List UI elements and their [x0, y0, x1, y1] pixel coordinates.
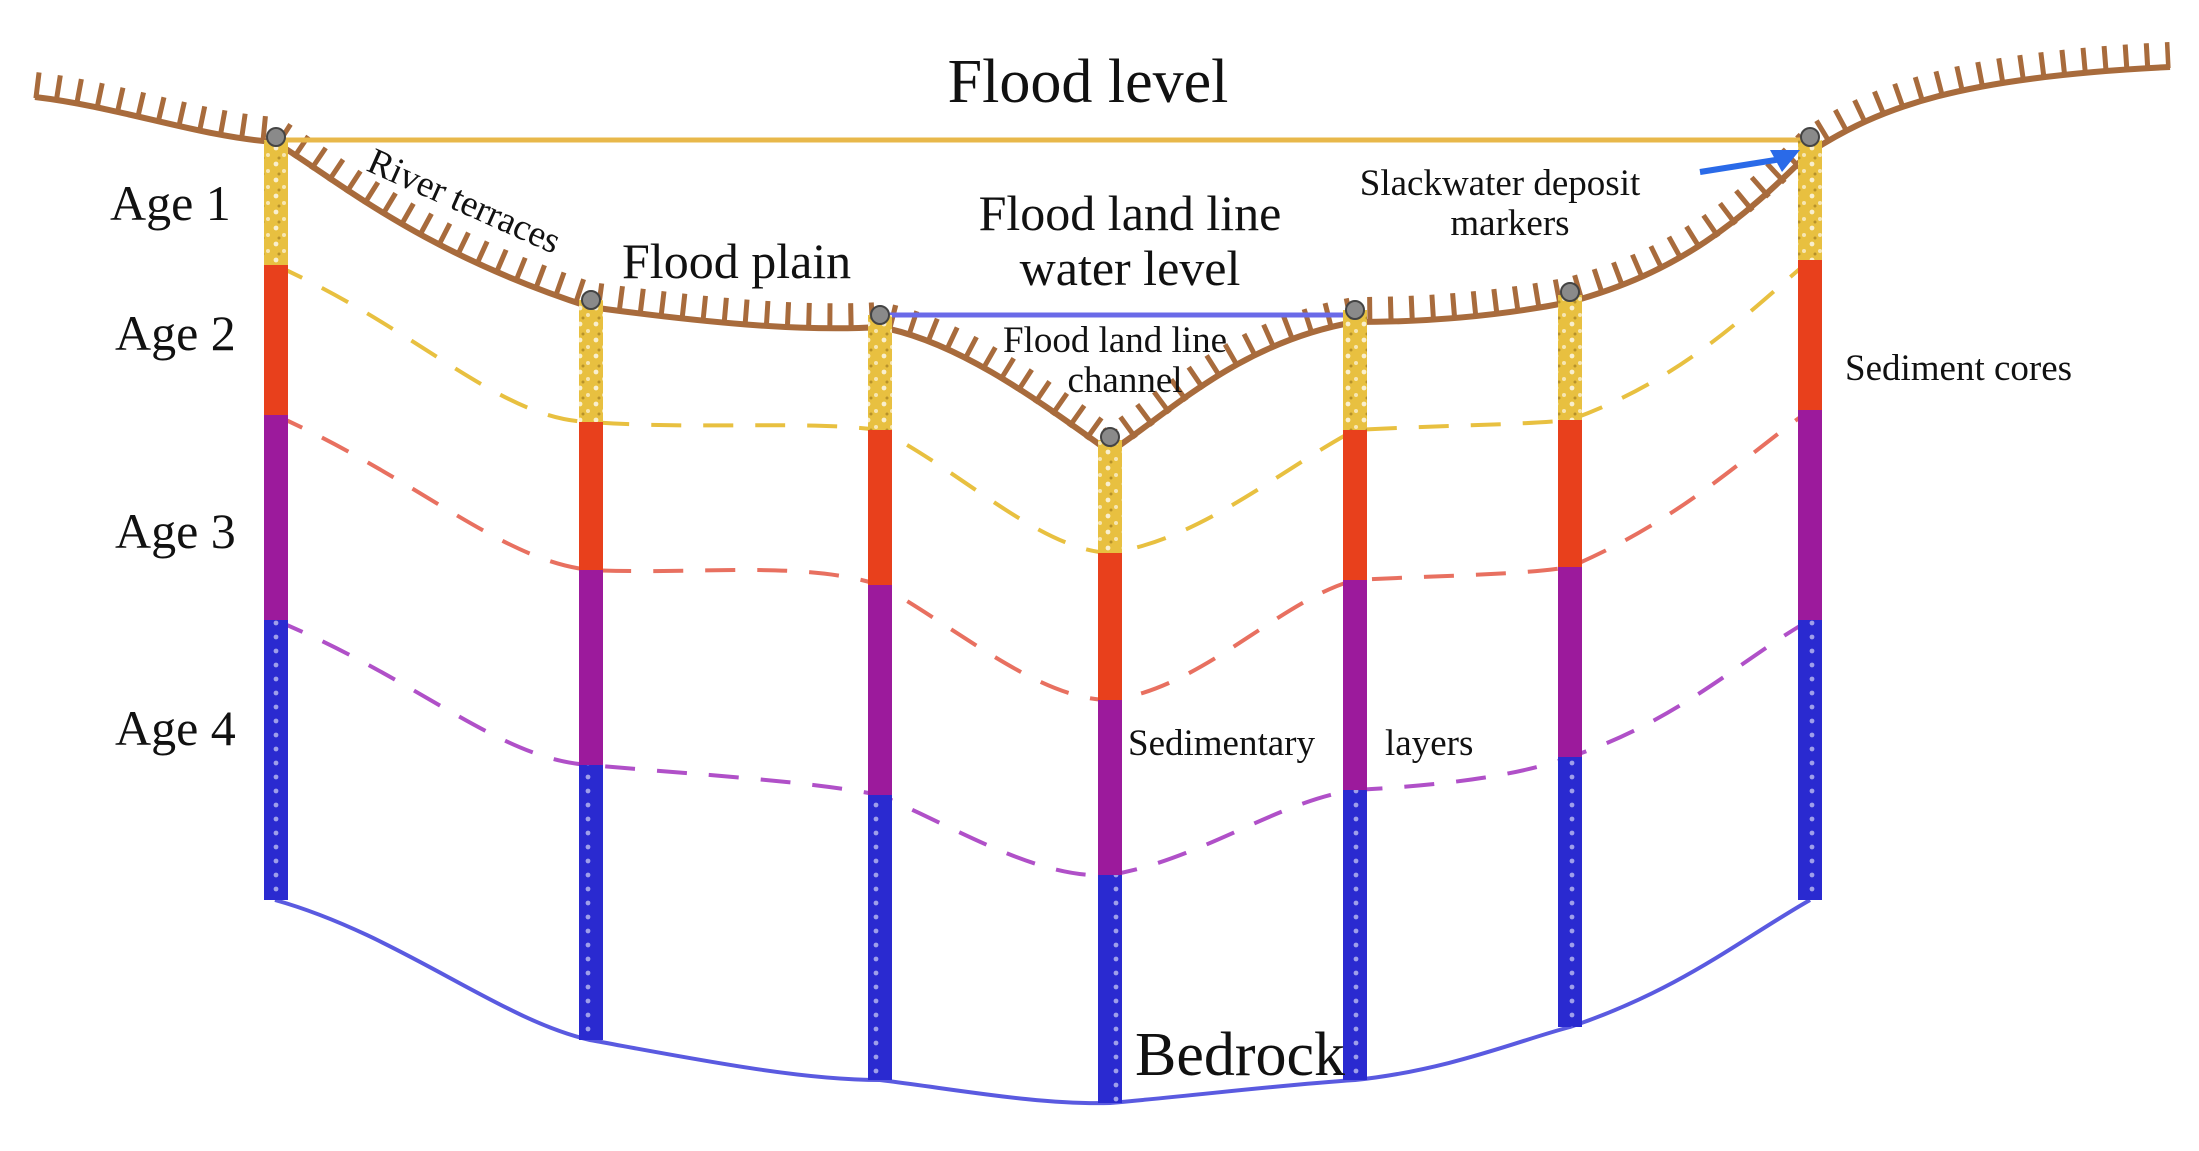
sediment-core-2: [579, 290, 603, 1040]
slackwater-label-line1: Slackwater deposit: [1360, 163, 1641, 204]
sedimentary-label: Sedimentary: [1128, 723, 1316, 764]
sediment-core-3: [868, 305, 892, 1080]
slackwater-marker-arrow-icon: [1699, 150, 1800, 175]
layers-label: layers: [1385, 723, 1473, 764]
channel-label-line1: Flood land line: [1003, 320, 1227, 361]
sediment-core-5: [1343, 300, 1367, 1080]
age1-label: Age 1: [110, 175, 231, 231]
flood-level-label: Flood level: [948, 48, 1229, 116]
age1-age2-boundary: [274, 258, 1812, 556]
age2-label: Age 2: [115, 305, 236, 361]
sediment-core-6: [1558, 282, 1582, 1027]
channel-label-line2: channel: [1067, 360, 1182, 401]
sediment-core-7: [1798, 127, 1822, 900]
flood-plain-label: Flood plain: [622, 233, 851, 289]
sediment-cores-label: Sediment cores: [1845, 348, 2072, 389]
water-level-label-line1: Flood land line: [979, 185, 1282, 241]
sediment-core-4: [1098, 427, 1122, 1103]
slackwater-label-line2: markers: [1450, 203, 1569, 244]
sediment-core-1: [264, 127, 288, 900]
age4-label: Age 4: [115, 700, 236, 756]
age3-label: Age 3: [115, 503, 236, 559]
bedrock-label: Bedrock: [1135, 1021, 1345, 1089]
water-level-label-line2: water level: [1020, 240, 1241, 296]
age2-age3-boundary: [274, 408, 1812, 703]
